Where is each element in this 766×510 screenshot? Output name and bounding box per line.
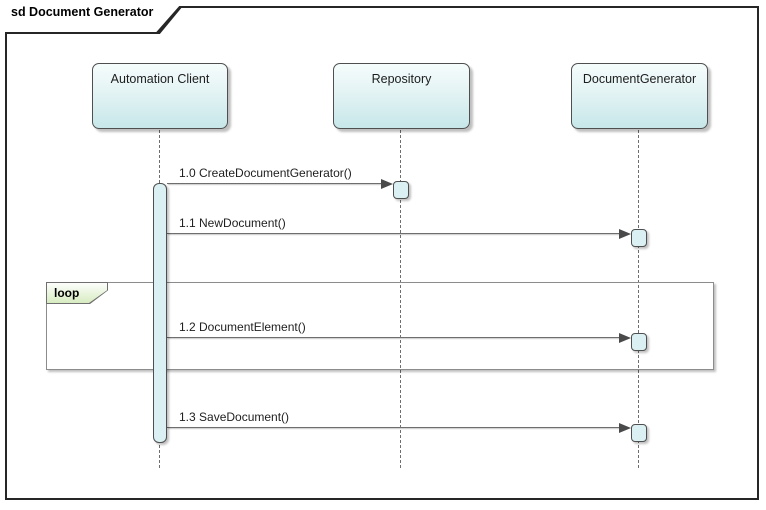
loop-operator-label: loop — [47, 283, 107, 303]
message-label: 1.3 SaveDocument() — [179, 410, 290, 424]
message-arrowhead-icon — [619, 333, 631, 343]
activation-automation-client[interactable] — [153, 183, 167, 443]
message-arrowhead-icon — [381, 179, 393, 189]
message-line — [167, 427, 626, 428]
message-arrowhead-icon — [619, 423, 631, 433]
message-save-document[interactable]: 1.3 SaveDocument() — [167, 410, 631, 433]
lifeline-head-repository[interactable]: Repository — [333, 63, 470, 129]
diagram-title: sd Document Generator — [11, 5, 154, 19]
activation-documentgenerator-2[interactable] — [631, 333, 647, 351]
message-line — [167, 337, 626, 338]
frame-title-tab — [5, 6, 183, 34]
lifeline-name: Repository — [371, 72, 432, 86]
lifeline-name: DocumentGenerator — [582, 72, 697, 86]
lifeline-name: Automation Client — [110, 72, 210, 86]
message-label: 1.2 DocumentElement() — [179, 320, 306, 334]
lifeline-documentgenerator[interactable] — [638, 130, 639, 468]
diagram-frame — [5, 6, 759, 500]
activation-documentgenerator-3[interactable] — [631, 424, 647, 442]
message-create-document-generator[interactable]: 1.0 CreateDocumentGenerator() — [167, 166, 393, 189]
message-line — [167, 183, 388, 184]
lifeline-head-documentgenerator[interactable]: DocumentGenerator — [571, 63, 708, 129]
message-new-document[interactable]: 1.1 NewDocument() — [167, 216, 631, 239]
message-line — [167, 233, 626, 234]
loop-operator-tab: loop — [46, 282, 108, 304]
lifeline-repository[interactable] — [400, 130, 401, 468]
message-label: 1.0 CreateDocumentGenerator() — [179, 166, 352, 180]
message-document-element[interactable]: 1.2 DocumentElement() — [167, 320, 631, 343]
frame-title-tab-fill — [5, 6, 180, 32]
activation-repository[interactable] — [393, 181, 409, 199]
message-label: 1.1 NewDocument() — [179, 216, 286, 230]
activation-documentgenerator-1[interactable] — [631, 229, 647, 247]
message-arrowhead-icon — [619, 229, 631, 239]
lifeline-head-automation-client[interactable]: Automation Client — [92, 63, 228, 129]
loop-fragment[interactable]: loop — [46, 282, 714, 370]
